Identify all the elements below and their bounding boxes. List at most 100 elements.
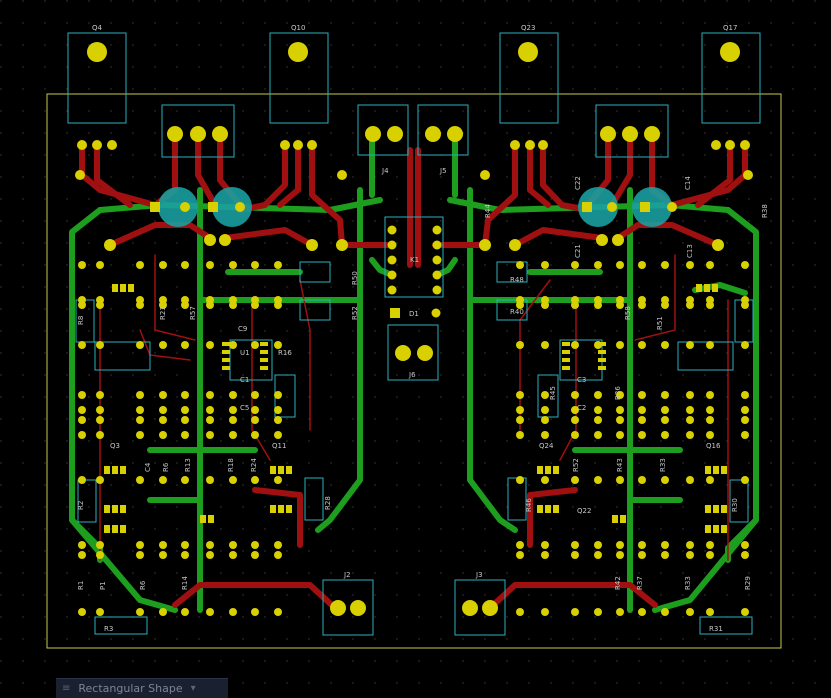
pad bbox=[616, 416, 624, 424]
pad bbox=[159, 608, 167, 616]
pad bbox=[741, 551, 749, 559]
pad bbox=[638, 406, 646, 414]
label-r33b: R33 bbox=[684, 576, 692, 590]
label-c9: C9 bbox=[238, 325, 247, 333]
pad bbox=[251, 341, 259, 349]
pad bbox=[136, 551, 144, 559]
pad bbox=[594, 406, 602, 414]
pad bbox=[206, 301, 214, 309]
pad bbox=[159, 406, 167, 414]
label-r14: R14 bbox=[181, 576, 189, 590]
pad bbox=[181, 541, 189, 549]
pad bbox=[159, 341, 167, 349]
pad bbox=[638, 476, 646, 484]
pad bbox=[159, 416, 167, 424]
pad bbox=[594, 608, 602, 616]
pad bbox=[274, 476, 282, 484]
label-r16: R16 bbox=[278, 349, 292, 357]
pad bbox=[638, 431, 646, 439]
pad bbox=[686, 541, 694, 549]
pad bbox=[616, 406, 624, 414]
pad bbox=[571, 551, 579, 559]
pad bbox=[136, 301, 144, 309]
pad bbox=[741, 541, 749, 549]
label-c22: C22 bbox=[574, 176, 582, 190]
label-r40: R40 bbox=[510, 308, 524, 316]
pad bbox=[274, 608, 282, 616]
pad bbox=[741, 608, 749, 616]
pad bbox=[96, 406, 104, 414]
label-r43: R43 bbox=[616, 458, 624, 472]
pad bbox=[661, 551, 669, 559]
pad bbox=[594, 341, 602, 349]
label-c21: C21 bbox=[574, 244, 582, 258]
pad bbox=[159, 261, 167, 269]
pad bbox=[706, 261, 714, 269]
pad bbox=[706, 416, 714, 424]
pad bbox=[229, 391, 237, 399]
pad bbox=[541, 416, 549, 424]
pad bbox=[181, 431, 189, 439]
pad bbox=[571, 476, 579, 484]
pad bbox=[571, 261, 579, 269]
status-bar[interactable]: ≡ Rectangular Shape ▾ bbox=[56, 678, 228, 698]
label-c1: C1 bbox=[240, 376, 249, 384]
pad bbox=[516, 261, 524, 269]
pad bbox=[159, 551, 167, 559]
pad bbox=[686, 261, 694, 269]
pad bbox=[159, 391, 167, 399]
silkscreen-labels: Q4 Q10 Q23 Q17 J4 J5 J6 J2 J3 D1 K1 R3 R… bbox=[77, 24, 769, 633]
pad bbox=[229, 341, 237, 349]
pad bbox=[741, 416, 749, 424]
label-r24: R24 bbox=[250, 458, 258, 472]
label-r2: R2 bbox=[77, 501, 85, 510]
pad bbox=[274, 541, 282, 549]
pad bbox=[541, 391, 549, 399]
pad bbox=[229, 551, 237, 559]
pad bbox=[251, 301, 259, 309]
pad bbox=[616, 391, 624, 399]
pad bbox=[96, 608, 104, 616]
pad bbox=[181, 551, 189, 559]
label-r48: R48 bbox=[510, 276, 524, 284]
label-r13: R13 bbox=[184, 458, 192, 472]
label-j2: J2 bbox=[343, 571, 351, 579]
electrolytic-caps bbox=[158, 187, 672, 227]
pad bbox=[136, 431, 144, 439]
pad bbox=[541, 261, 549, 269]
pad bbox=[616, 541, 624, 549]
pad bbox=[96, 551, 104, 559]
menu-icon[interactable]: ≡ bbox=[62, 683, 71, 694]
label-q3: Q3 bbox=[110, 442, 120, 450]
pad bbox=[571, 406, 579, 414]
pad bbox=[661, 261, 669, 269]
pad bbox=[78, 406, 86, 414]
label-r31: R31 bbox=[709, 625, 723, 633]
label-r57: R57 bbox=[189, 306, 197, 320]
pad bbox=[274, 261, 282, 269]
pad bbox=[638, 541, 646, 549]
pad bbox=[541, 431, 549, 439]
pad bbox=[541, 341, 549, 349]
pad bbox=[78, 551, 86, 559]
pad bbox=[638, 608, 646, 616]
pad bbox=[638, 261, 646, 269]
pad bbox=[159, 431, 167, 439]
pad bbox=[638, 416, 646, 424]
chevron-down-icon[interactable]: ▾ bbox=[190, 683, 196, 694]
label-j6: J6 bbox=[408, 371, 416, 379]
pad bbox=[516, 301, 524, 309]
label-q17: Q17 bbox=[723, 24, 737, 32]
pad bbox=[229, 431, 237, 439]
pad bbox=[251, 476, 259, 484]
label-r6: R6 bbox=[162, 462, 170, 472]
label-r38: R38 bbox=[761, 204, 769, 218]
label-q16: Q16 bbox=[706, 442, 721, 450]
pad bbox=[594, 416, 602, 424]
pad bbox=[136, 341, 144, 349]
label-q24: Q24 bbox=[539, 442, 554, 450]
courtyard-layer bbox=[67, 32, 761, 636]
pad bbox=[229, 476, 237, 484]
